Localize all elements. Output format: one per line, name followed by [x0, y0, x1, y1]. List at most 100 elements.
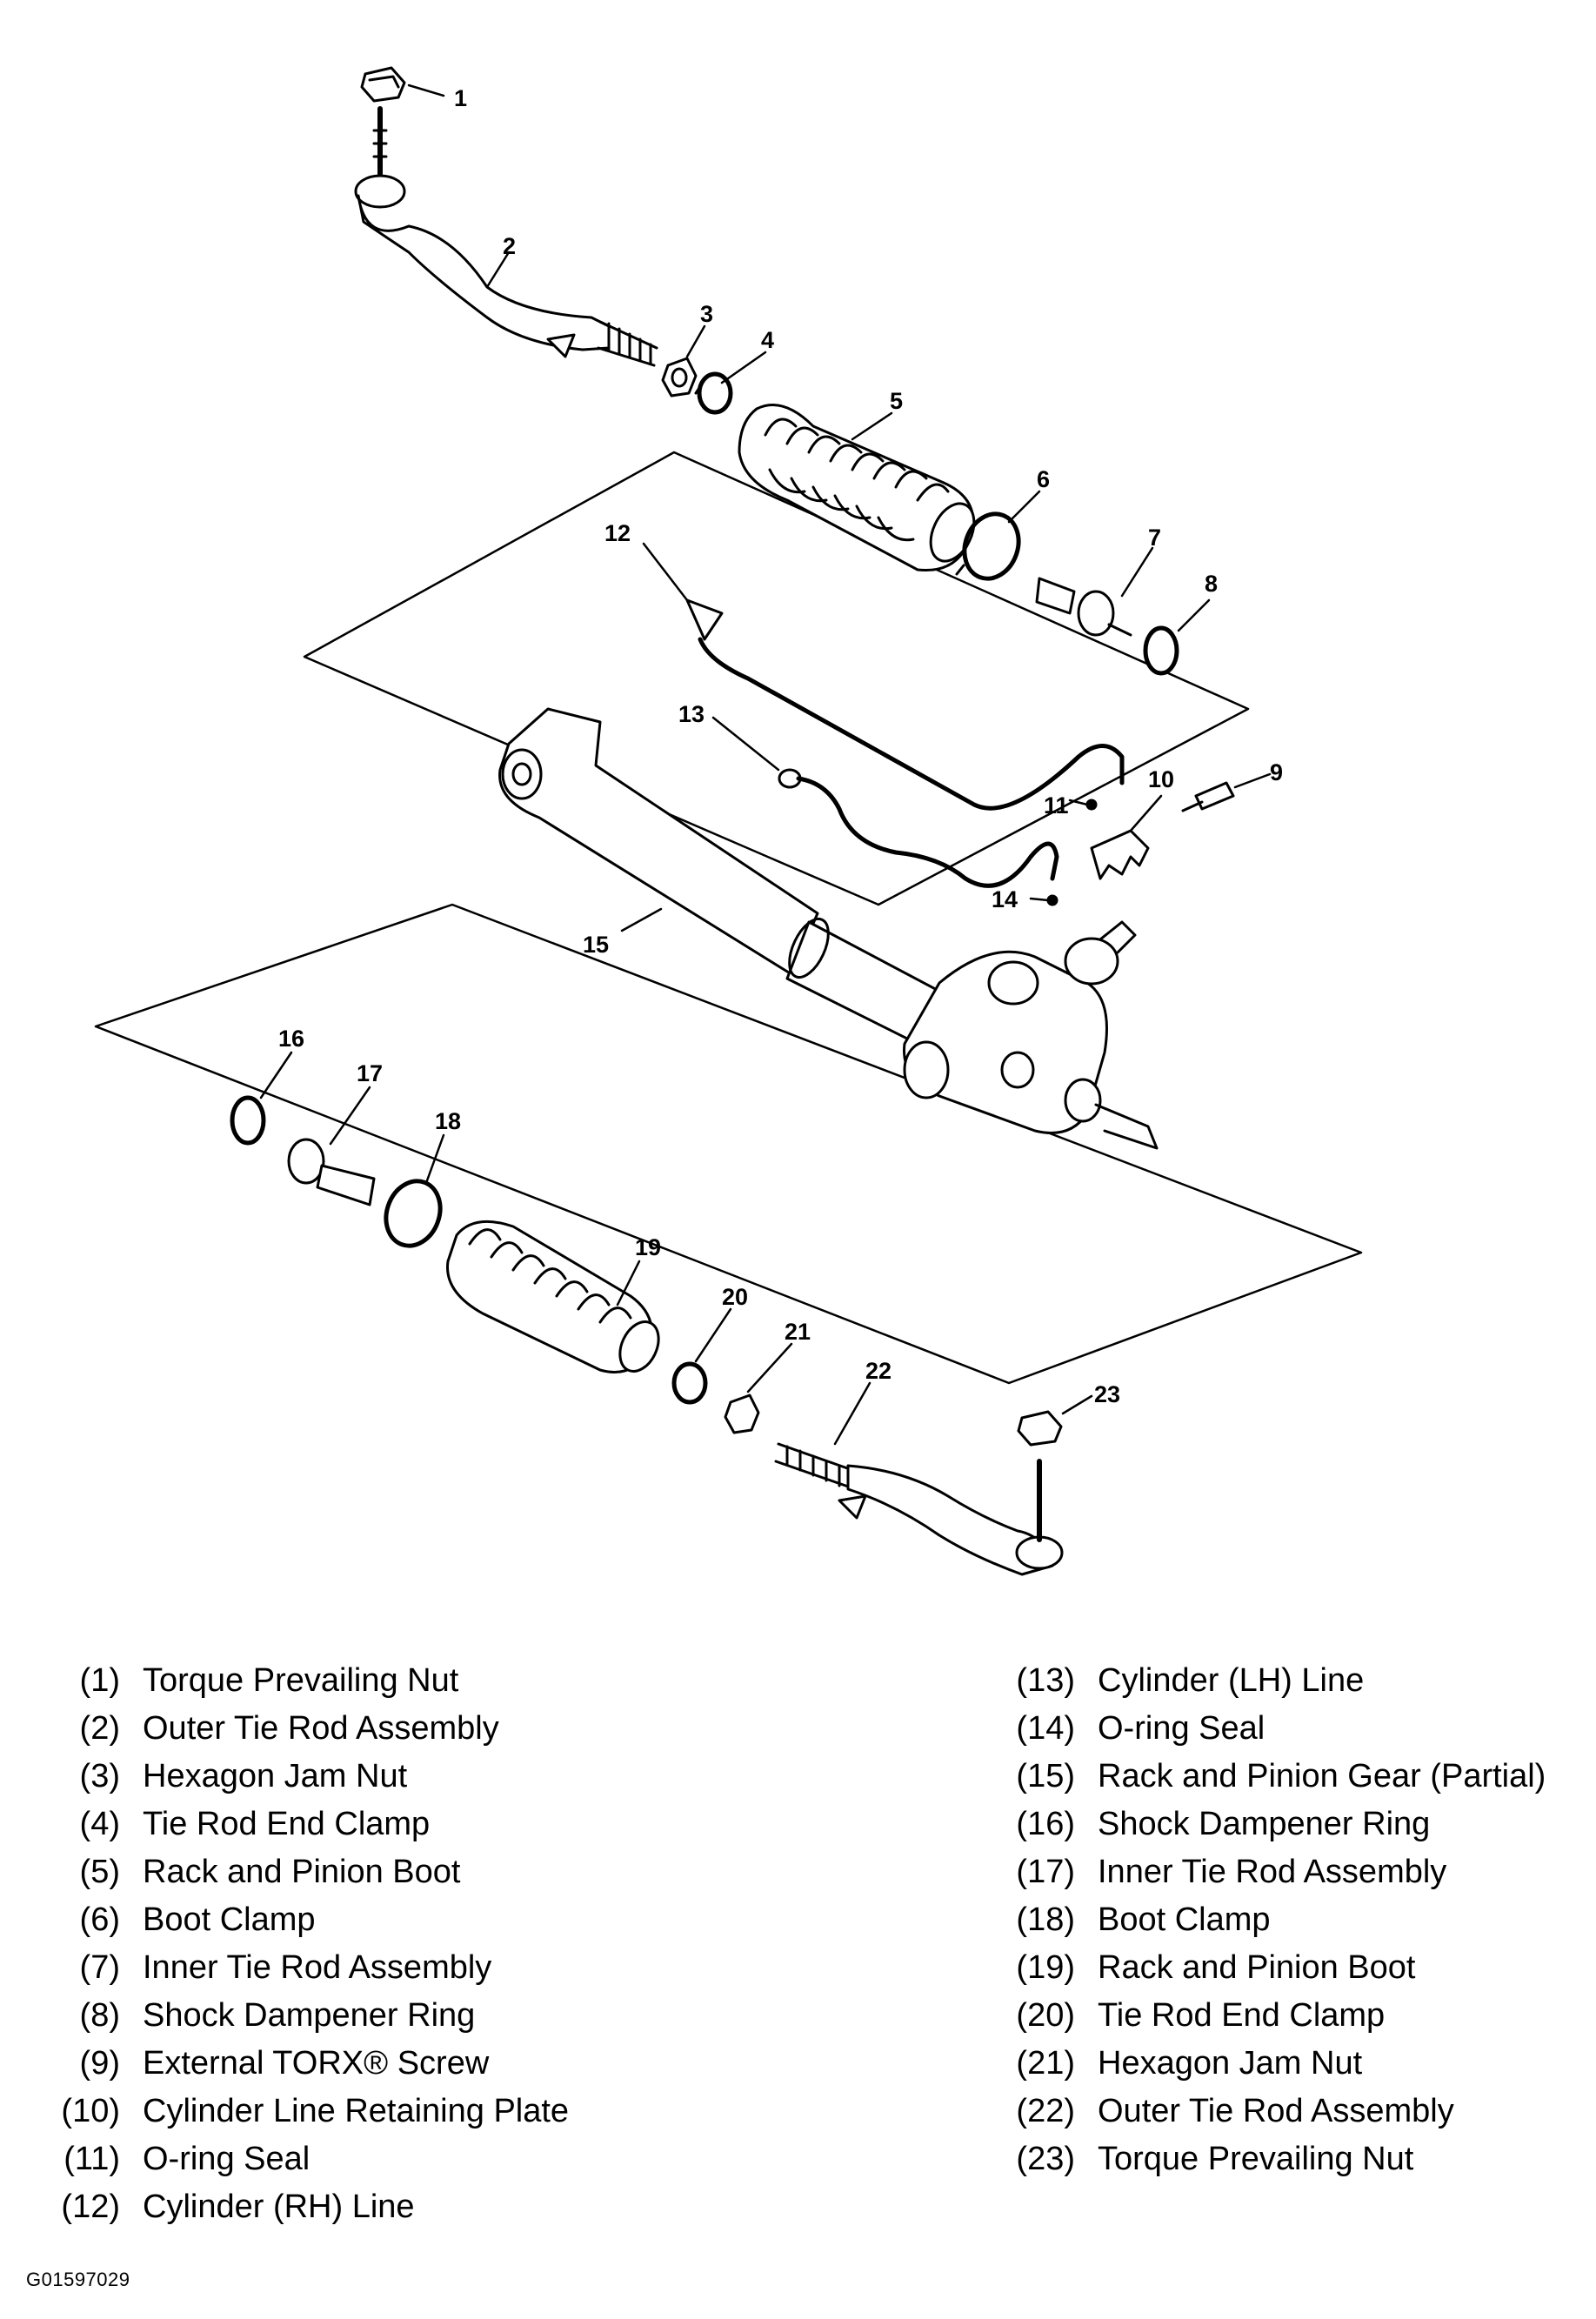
- legend-number: (7): [79, 1949, 120, 1986]
- legend-number: (20): [1016, 1997, 1075, 2034]
- legend-label: Tie Rod End Clamp: [1098, 1997, 1386, 2034]
- figure-code: G01597029: [26, 2269, 130, 2290]
- legend-item: (23) Torque Prevailing Nut: [981, 2135, 1546, 2183]
- legend-label: O-ring Seal: [1098, 1710, 1265, 1747]
- cylinder-rh-line: [685, 598, 1125, 811]
- legend-item: (22) Outer Tie Rod Assembly: [981, 2088, 1546, 2135]
- legend-label: Rack and Pinion Gear (Partial): [1098, 1758, 1546, 1794]
- legend-item: (17) Inner Tie Rod Assembly: [981, 1848, 1546, 1896]
- legend-item: (9) External TORX® Screw: [26, 2040, 569, 2088]
- legend-label: Tie Rod End Clamp: [143, 1806, 431, 1842]
- callout-21: 21: [785, 1319, 811, 1345]
- hexagon-jam-nut-top: [661, 357, 698, 398]
- legend-number: (14): [1016, 1710, 1075, 1747]
- legend-label: Cylinder (LH) Line: [1098, 1662, 1365, 1699]
- legend-item: (12) Cylinder (RH) Line: [26, 2183, 569, 2231]
- tie-rod-end-clamp-top: [694, 371, 733, 415]
- o-ring-seal-11: [1085, 799, 1098, 811]
- rack-and-pinion-boot-bottom: [446, 1220, 660, 1373]
- legend-label: Shock Dampener Ring: [143, 1997, 476, 2034]
- legend-label: Rack and Pinion Boot: [1098, 1949, 1416, 1986]
- callout-15: 15: [583, 932, 609, 958]
- legend-left-column: (1)Torque Prevailing Nut (2)Outer Tie Ro…: [26, 1657, 569, 2231]
- tie-rod-end-clamp-bottom: [671, 1361, 708, 1405]
- legend-number: (1): [79, 1662, 120, 1699]
- shock-dampener-ring-bottom: [230, 1095, 266, 1146]
- legend-number: (11): [63, 2141, 120, 2177]
- callout-1: 1: [454, 85, 467, 111]
- legend-item: (20) Tie Rod End Clamp: [981, 1992, 1546, 2040]
- legend-item: (11) O-ring Seal: [26, 2135, 569, 2183]
- legend-number: (3): [79, 1758, 120, 1794]
- callout-3: 3: [700, 301, 713, 327]
- inner-tie-rod-assembly-top: [1035, 577, 1132, 637]
- legend-right-column: (13) Cylinder (LH) Line (14) O-ring Seal (…: [981, 1657, 1546, 2183]
- legend-number: (16): [1016, 1806, 1075, 1842]
- legend-item: (13) Cylinder (LH) Line: [981, 1657, 1546, 1705]
- legend-label: Inner Tie Rod Assembly: [1098, 1854, 1447, 1890]
- legend-label: Hexagon Jam Nut: [1098, 2045, 1363, 2082]
- inner-tie-rod-assembly-bottom: [287, 1138, 376, 1206]
- legend-number: (6): [79, 1901, 120, 1938]
- legend-item: (19)Rack and Pinion Boot: [981, 1944, 1546, 1992]
- legend-item: (10)Cylinder Line Retaining Plate: [26, 2088, 569, 2135]
- legend-label: Cylinder (RH) Line: [143, 2189, 415, 2225]
- legend-number: (4): [79, 1806, 120, 1842]
- legend-label: Rack and Pinion Boot: [143, 1854, 461, 1890]
- legend-number: (21): [1016, 2045, 1075, 2082]
- o-ring-seal-14: [1046, 894, 1058, 906]
- legend-label: Outer Tie Rod Assembly: [143, 1710, 499, 1747]
- legend-number: (23): [1016, 2141, 1075, 2177]
- legend-label: Hexagon Jam Nut: [143, 1758, 408, 1794]
- callout-2: 2: [503, 233, 516, 259]
- legend-number: (18): [1016, 1901, 1075, 1938]
- legend-number: (10): [61, 2093, 120, 2129]
- legend-label: External TORX® Screw: [143, 2045, 490, 2082]
- callout-19: 19: [635, 1234, 661, 1260]
- legend-item: (5) Rack and Pinion Boot: [26, 1848, 569, 1896]
- legend-item: (6) Boot Clamp: [26, 1896, 569, 1944]
- legend-number: (22): [1016, 2093, 1075, 2129]
- callout-6: 6: [1037, 466, 1050, 492]
- legend-item: (7) Inner Tie Rod Assembly: [26, 1944, 569, 1992]
- legend-number: (17): [1016, 1854, 1075, 1890]
- upper-assembly-frame: [303, 451, 1250, 906]
- exploded-parts-diagram: 1 2 3 4 5 6 7 8 9 10 11 12 13 14 15 16 1…: [94, 66, 1363, 1576]
- callout-5: 5: [890, 388, 903, 414]
- legend-number: (15): [1016, 1758, 1075, 1794]
- legend-label: O-ring Seal: [143, 2141, 311, 2177]
- legend-label: Shock Dampener Ring: [1098, 1806, 1431, 1842]
- legend-number: (13): [1016, 1662, 1075, 1699]
- callout-9: 9: [1270, 759, 1283, 785]
- legend-label: Outer Tie Rod Assembly: [1098, 2093, 1454, 2129]
- outer-tie-rod-assembly-bottom: [774, 1442, 1064, 1576]
- callout-17: 17: [357, 1060, 383, 1086]
- legend-number: (12): [61, 2189, 120, 2225]
- outer-tie-rod-assembly-top: [354, 106, 658, 367]
- callout-8: 8: [1205, 571, 1218, 597]
- external-torx-screw: [1181, 781, 1235, 812]
- legend-item: (3) Hexagon Jam Nut: [26, 1753, 569, 1801]
- rack-and-pinion-boot-top: [738, 404, 976, 572]
- legend-number: (2): [79, 1710, 120, 1747]
- legend-label: Boot Clamp: [143, 1901, 316, 1938]
- legend-item: (8)Shock Dampener Ring: [26, 1992, 569, 2040]
- callout-14: 14: [992, 886, 1018, 912]
- callout-16: 16: [278, 1026, 304, 1052]
- cylinder-line-retaining-plate: [1090, 829, 1150, 880]
- torque-prevailing-nut-bottom: [1017, 1410, 1063, 1447]
- legend-item: (15) Rack and Pinion Gear (Partial): [981, 1753, 1546, 1801]
- callout-23: 23: [1094, 1381, 1120, 1407]
- legend-label: Inner Tie Rod Assembly: [143, 1949, 492, 1986]
- legend-item: (18)Boot Clamp: [981, 1896, 1546, 1944]
- callout-22: 22: [865, 1358, 891, 1384]
- legend-number: (5): [79, 1854, 120, 1890]
- boot-clamp-top: [955, 511, 1021, 581]
- legend-number: (9): [79, 2045, 120, 2082]
- legend-label: Torque Prevailing Nut: [1098, 2141, 1414, 2177]
- cylinder-lh-line: [778, 768, 1059, 888]
- torque-prevailing-nut-top: [360, 66, 406, 103]
- callout-4: 4: [761, 327, 774, 353]
- rack-and-pinion-gear: [498, 707, 1159, 1150]
- callout-11: 11: [1044, 792, 1069, 819]
